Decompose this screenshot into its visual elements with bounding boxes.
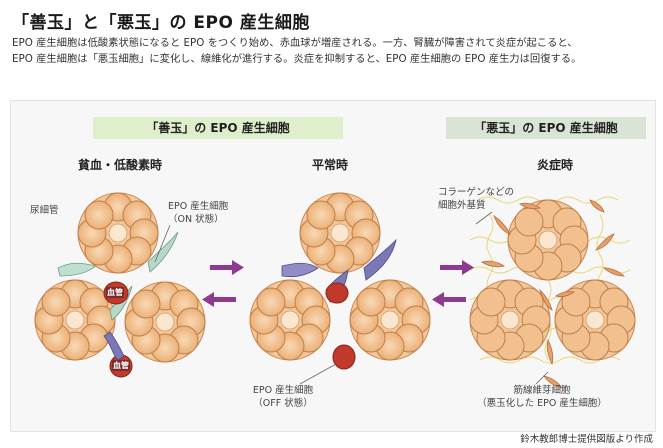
blood-vessel [332,344,356,370]
collagen-label-line-2: 細胞外基質 [438,200,486,211]
tubule-cell [299,192,381,274]
good-epo-header: 「善玉」の EPO 産生細胞 [93,117,343,139]
pointer-line [535,371,549,385]
blood-vessel [325,282,349,304]
tubule-cell [34,279,116,361]
pointer-line [299,363,337,385]
epo-cell-on [147,231,179,273]
pointer-line [475,211,493,225]
description-line-1: EPO 産生細胞は低酸素状態になると EPO をつくり始め、赤血球が増産される。… [12,37,578,49]
tubule-cell [469,279,551,361]
description: EPO 産生細胞は低酸素状態になると EPO をつくり始め、赤血球が増産される。… [12,35,657,67]
vessel-tag-2: 血管 [112,360,130,371]
epo-cell [103,331,125,361]
tubule-cell [349,279,431,361]
arrow-right-1 [210,260,244,275]
epo-cell-off [363,238,397,281]
arrow-left-2 [432,292,466,307]
collagen-label-line-1: コラーゲンなどの [438,187,515,198]
myofibroblasts [481,199,625,389]
epo-off-label-line-2: （OFF 状態） [253,398,313,409]
epo-off-label: EPO 産生細胞 （OFF 状態） [228,384,338,410]
group-inflammation [469,196,636,389]
arrow-right-2 [440,260,474,275]
tubule-cell [507,199,589,281]
tubule-cell [249,279,331,361]
arrow-left-1 [202,292,236,307]
epo-on-label-line-1: EPO 産生細胞 [168,201,229,212]
transition-arrows [202,260,474,307]
state-normal-label: 平常時 [311,158,348,172]
epo-on-label-line-2: （ON 状態） [168,214,224,225]
epo-off-label-line-1: EPO 産生細胞 [252,385,314,396]
epo-cell-off [281,262,319,278]
myofibroblast-label: 筋線維芽細胞 （悪玉化した EPO 産生細胞） [462,384,622,410]
tubule-cell [77,192,159,274]
group-normal [249,192,431,385]
pointer-line [154,224,171,263]
myofibroblast-label-line-1: 筋線維芽細胞 [513,385,571,396]
tubule-cell [124,281,206,363]
epo-cell-on [57,262,97,277]
page-title: 「善玉」と「悪玉」の EPO 産生細胞 [12,13,310,33]
collagen-label: コラーゲンなどの 細胞外基質 [438,186,514,212]
image-credit: 鈴木教郎博士提供図版より作成 [520,434,653,445]
myofibroblast-label-line-2: （悪玉化した EPO 産生細胞） [477,398,607,409]
state-inflammation-label: 炎症時 [536,158,573,172]
epo-on-label: EPO 産生細胞 （ON 状態） [168,200,228,226]
vessel-tag-1: 血管 [106,287,124,298]
description-line-2: EPO 産生細胞は「悪玉細胞」に変化し、線維化が進行する。炎症を抑制すると、EP… [12,53,582,65]
tubule-label: 尿細管 [30,205,59,216]
bad-epo-header: 「悪玉」の EPO 産生細胞 [446,117,646,139]
state-anemia-label: 貧血・低酸素時 [77,158,162,172]
